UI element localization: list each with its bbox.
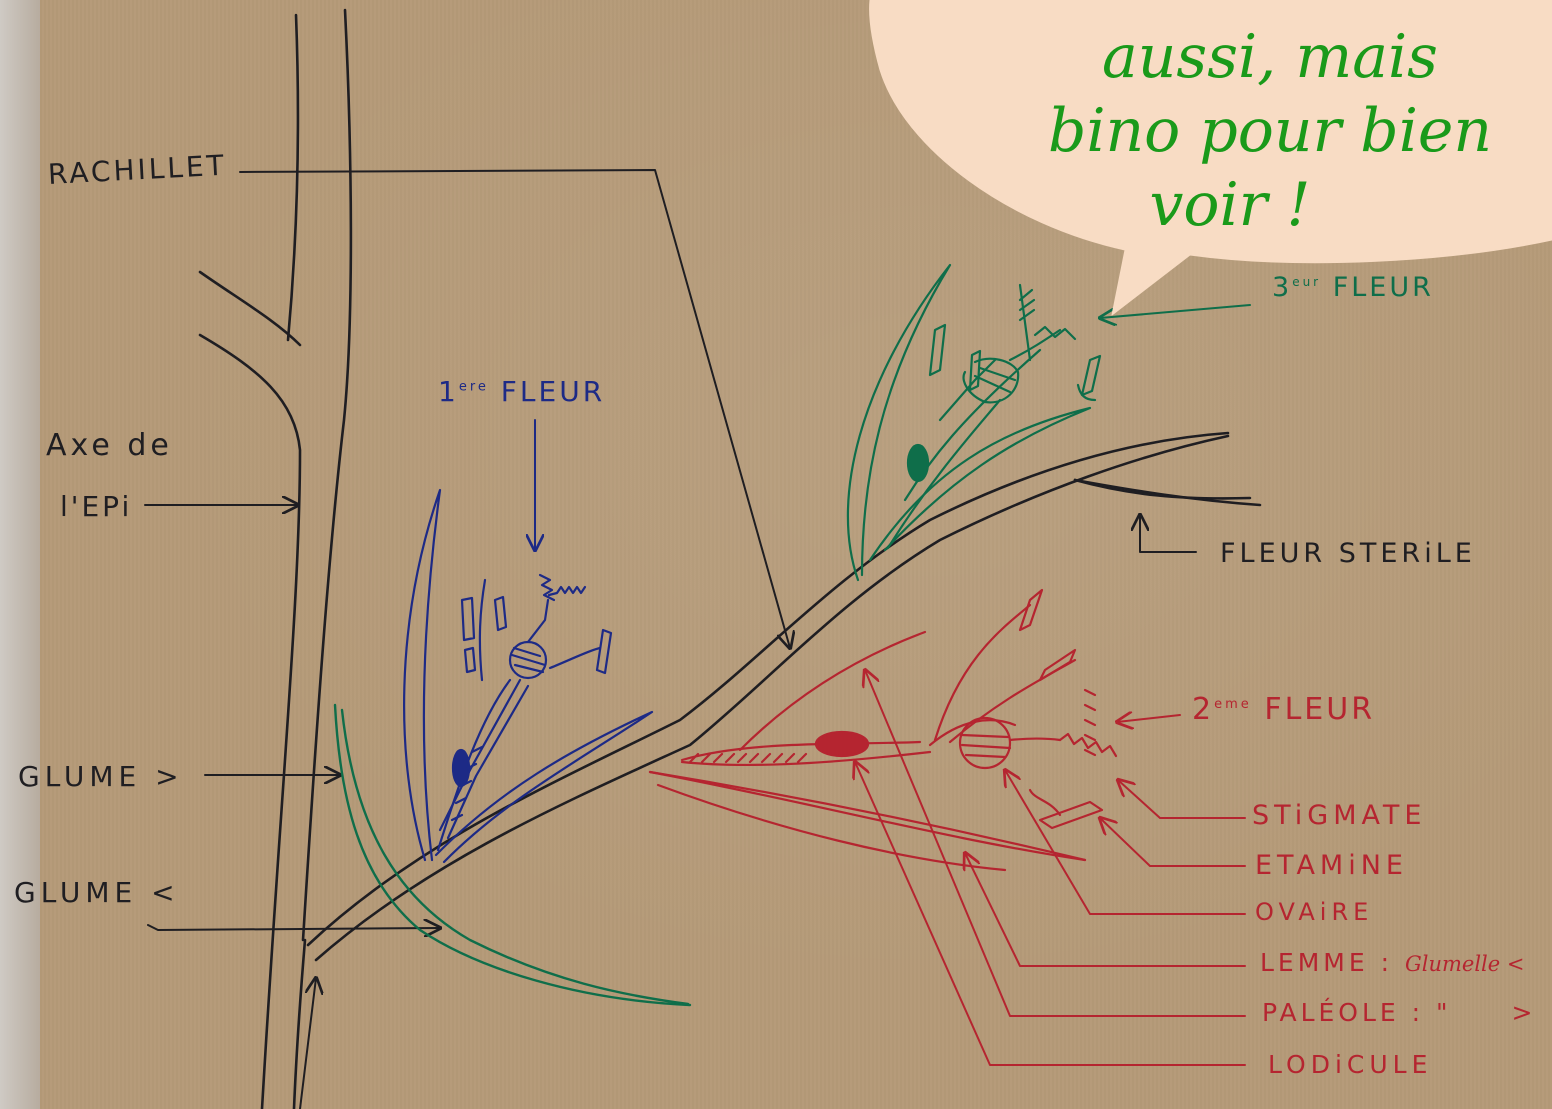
label-stigmate: STiGMATE xyxy=(1252,800,1426,831)
label-third-flower: 3eur FLEUR xyxy=(1272,272,1434,303)
third-flower-suffix: eur xyxy=(1292,275,1321,289)
paleole-term: PALÉOLE : " xyxy=(1262,998,1452,1027)
label-fleur-sterile: FLEUR STERiLE xyxy=(1220,538,1476,569)
third-flower xyxy=(848,265,1100,580)
axis-bottom-arrow xyxy=(300,978,316,1109)
label-glume-lower: GLUME < xyxy=(14,876,180,909)
lemme-note: Glumelle < xyxy=(1405,952,1525,976)
glume-lower-leader xyxy=(148,925,440,930)
bubble-line-3: voir ! xyxy=(840,168,1552,242)
second-flower-leader xyxy=(1117,715,1180,722)
bubble-line-1: aussi, mais xyxy=(920,20,1552,94)
second-flower xyxy=(650,590,1116,870)
label-etamine: ETAMiNE xyxy=(1255,850,1408,881)
label-lodicule: LODiCULE xyxy=(1268,1050,1432,1079)
third-flower-text: FLEUR xyxy=(1333,272,1434,303)
sterile-leader xyxy=(1140,515,1196,552)
lemme-leader xyxy=(965,853,1245,966)
third-flower-number: 3 xyxy=(1272,272,1292,303)
label-second-flower: 2eme FLEUR xyxy=(1192,692,1375,727)
first-flower-text: FLEUR xyxy=(501,375,605,408)
label-ovaire: OVAiRE xyxy=(1255,898,1373,926)
first-flower xyxy=(404,490,652,862)
second-flower-suffix: eme xyxy=(1214,697,1252,712)
label-axe-line2: l'EPi xyxy=(60,490,132,523)
first-flower-suffix: ere xyxy=(459,380,489,395)
lemme-term: LEMME : xyxy=(1260,948,1405,977)
stigmate-leader xyxy=(1118,780,1245,818)
bubble-line-2: bino pour bien xyxy=(920,94,1552,168)
rachillet-leader xyxy=(240,170,790,648)
paleole-note: > xyxy=(1511,998,1536,1027)
speech-bubble-text: aussi, mais bino pour bien voir ! xyxy=(920,0,1552,242)
label-first-flower: 1ere FLEUR xyxy=(438,375,605,408)
rachilla xyxy=(308,433,1260,960)
first-flower-number: 1 xyxy=(438,375,459,408)
second-flower-number: 2 xyxy=(1192,692,1214,727)
paleole-leader xyxy=(865,670,1245,1016)
etamine-leader xyxy=(1100,818,1245,866)
label-glume-upper: GLUME > xyxy=(18,760,184,793)
second-flower-text: FLEUR xyxy=(1264,692,1375,727)
label-lemme: LEMME : Glumelle < xyxy=(1260,948,1524,977)
glumes xyxy=(335,705,690,1005)
label-axe-line1: Axe de xyxy=(46,428,173,463)
label-paleole: PALÉOLE : " > xyxy=(1262,998,1536,1027)
